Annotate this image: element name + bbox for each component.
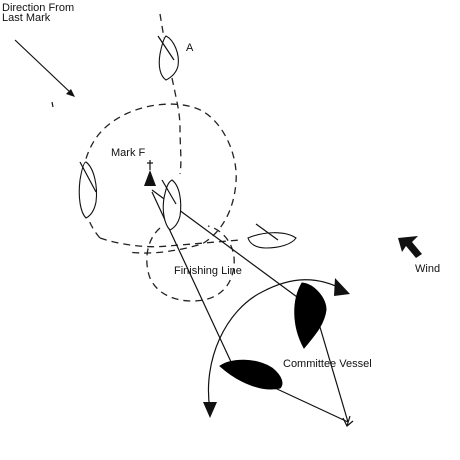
wind-arrow-icon bbox=[398, 236, 422, 258]
committee-vessel-label: Committee Vessel bbox=[283, 358, 372, 370]
mark-buoy-icon bbox=[144, 160, 156, 186]
rounding-circle bbox=[81, 103, 237, 254]
direction-label-line2: Last Mark bbox=[2, 12, 51, 24]
swing-arc bbox=[207, 279, 345, 411]
boat-a-track bbox=[159, 13, 182, 175]
boat-a-label: A bbox=[186, 42, 194, 54]
committee-vessel-lower bbox=[219, 359, 283, 390]
anchor-icon bbox=[342, 415, 354, 427]
boat-right-track bbox=[99, 237, 241, 248]
boat-right bbox=[247, 223, 297, 249]
direction-label-line1: Direction From bbox=[2, 2, 75, 14]
mark-tick bbox=[51, 101, 54, 108]
boat-near-mark bbox=[161, 179, 182, 231]
finishing-line-label: Finishing Line bbox=[174, 265, 242, 277]
wind-label: Wind bbox=[415, 263, 441, 275]
boat-left bbox=[78, 161, 98, 219]
committee-vessel-upper bbox=[294, 282, 327, 349]
swing-arc-arrowhead-top bbox=[334, 278, 350, 296]
boat-a bbox=[157, 35, 179, 81]
arrow-down-right-icon bbox=[14, 39, 75, 97]
swing-arc-arrowhead-bottom bbox=[203, 402, 217, 418]
mark-f-label: Mark F bbox=[111, 147, 146, 159]
finishing-circle bbox=[146, 225, 235, 302]
